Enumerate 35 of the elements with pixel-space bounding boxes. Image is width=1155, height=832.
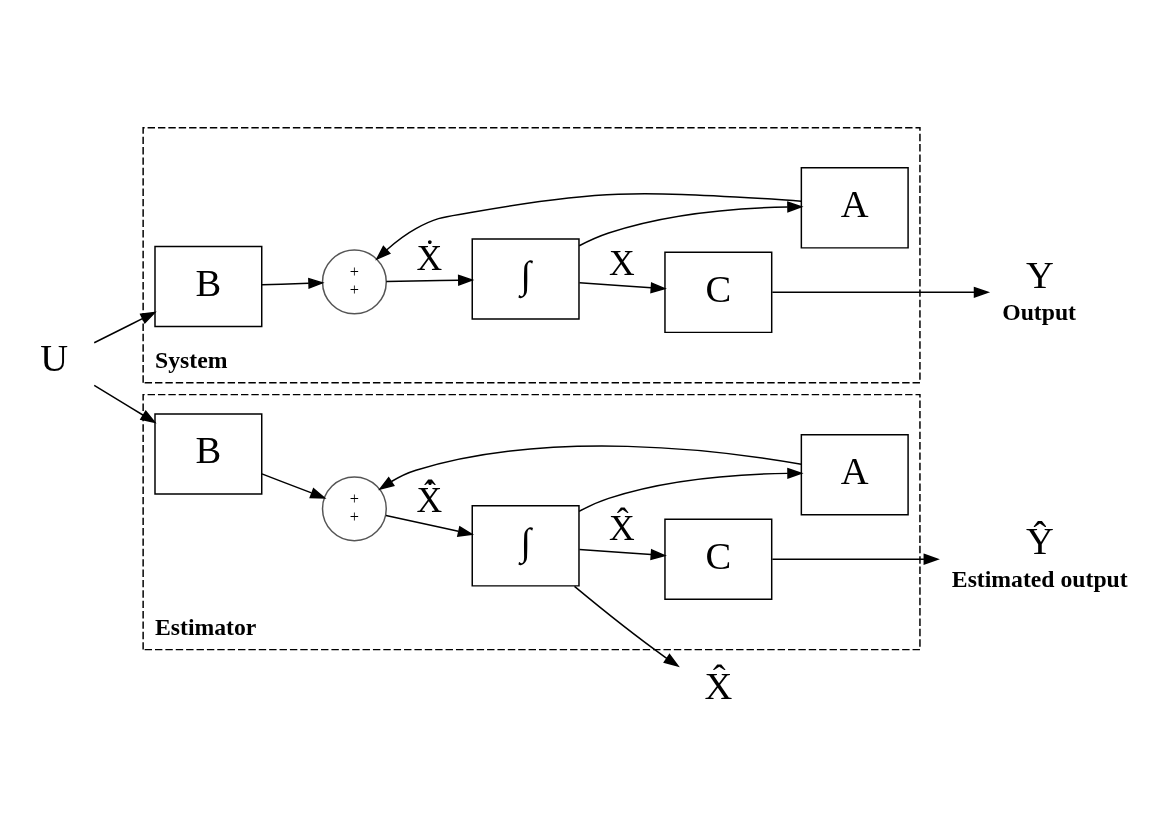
node-box: A: [800, 433, 909, 515]
node-box: B: [154, 412, 263, 495]
node-text: U: [40, 336, 69, 379]
arrow: [771, 286, 991, 298]
arrow: [375, 192, 802, 261]
arrow: [261, 472, 327, 499]
arrow: [578, 281, 667, 293]
arrow: [93, 311, 157, 343]
node-text: Y: [1025, 253, 1054, 296]
node-text: X̂: [704, 664, 733, 707]
arrow: [378, 444, 803, 490]
node-label: Output: [1002, 298, 1077, 325]
node-label: Estimated output: [951, 565, 1128, 592]
node-box: A: [800, 166, 909, 249]
arrow: [578, 467, 804, 512]
node-box: ∫: [471, 237, 580, 320]
node-circle: + +: [321, 475, 387, 541]
edge-label: X̂̇: [416, 479, 443, 520]
arrow: [261, 277, 325, 289]
node-circle: + +: [321, 248, 387, 315]
node-box: C: [664, 517, 773, 600]
node-text: Ŷ: [1025, 519, 1054, 562]
edge-label: X: [609, 242, 635, 283]
node-box: C: [664, 251, 773, 333]
arrow: [93, 384, 157, 423]
node-box: B: [154, 245, 263, 327]
arrow: [385, 273, 475, 286]
arrow: [578, 200, 804, 246]
edge-label: Ẋ: [416, 237, 443, 278]
edge-label: X̂: [609, 507, 635, 548]
arrow: [578, 548, 667, 560]
arrow: [385, 514, 475, 537]
arrow: [771, 552, 940, 565]
node-box: ∫: [471, 504, 580, 587]
arrow: [573, 585, 680, 667]
